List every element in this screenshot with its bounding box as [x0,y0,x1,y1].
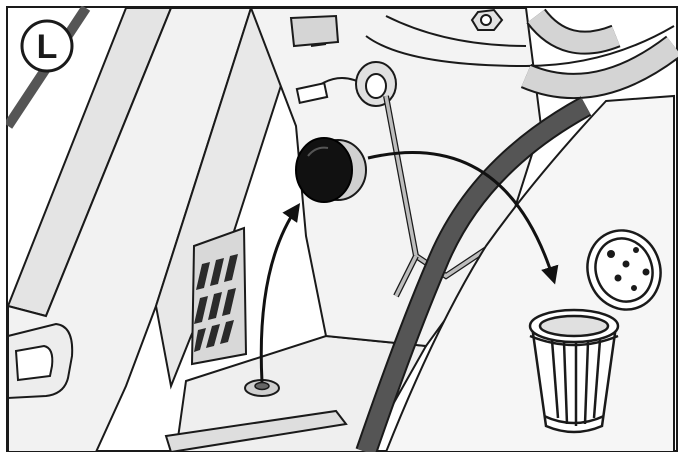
discard-arrow [367,151,559,285]
removal-arrow [259,203,301,383]
hose [520,8,678,99]
drain-hole [244,379,280,397]
bolt [470,8,504,31]
trash-can-icon [528,229,662,434]
step-diagram: L [6,6,678,452]
step-badge: L [20,19,74,73]
grommet [355,61,397,107]
illustration-frame: L [6,6,678,452]
floor-pan [164,334,428,452]
trim-strip [355,96,592,452]
rubber-plug-icon [295,137,367,203]
vent-grille [190,226,248,366]
door-handle [7,322,74,400]
step-letter: L [37,28,58,66]
